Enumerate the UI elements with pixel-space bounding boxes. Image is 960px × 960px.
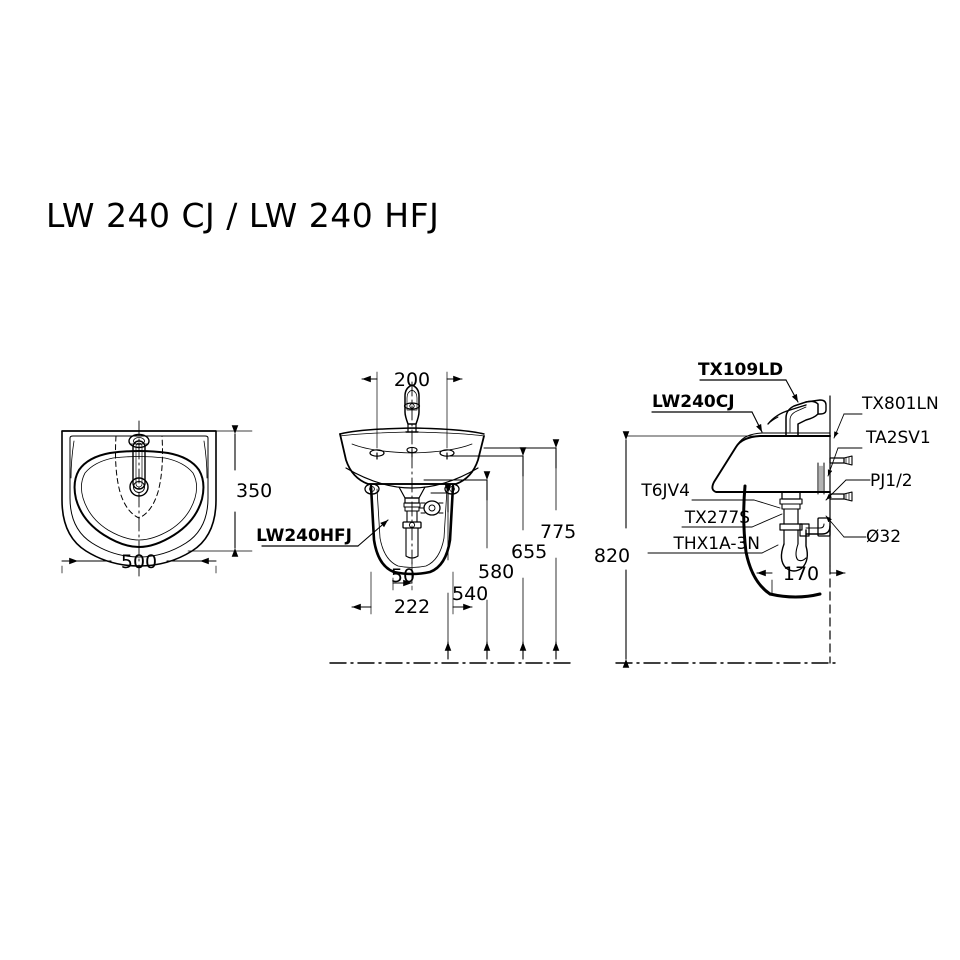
dim-value-820: 820 — [594, 545, 630, 567]
dim-value-655: 655 — [511, 541, 547, 563]
part-label-pj12: PJ1/2 — [870, 471, 913, 491]
front-rim-top — [339, 427, 485, 435]
dim-value-222: 222 — [394, 596, 430, 618]
basin-inner-rim — [69, 435, 209, 558]
side-shroud-bottom — [768, 592, 822, 599]
part-label-lw240hfj: LW240HFJ — [256, 526, 352, 546]
side-section-group — [615, 379, 871, 668]
dim-value-350: 350 — [236, 480, 272, 502]
part-label-t6jv4: T6JV4 — [640, 481, 690, 501]
part-labels: LW240HFJ TX109LD LW240CJ TX801LN TA2SV1 … — [256, 360, 939, 554]
dim-value-50: 50 — [391, 565, 415, 587]
leader-pj12 — [825, 479, 847, 501]
leader-t6jv4 — [753, 499, 781, 509]
faucet-side — [767, 399, 827, 437]
part-label-ta2sv1: TA2SV1 — [865, 428, 931, 448]
dim-value-775: 775 — [540, 521, 576, 543]
side-basin-profile — [711, 435, 831, 493]
part-label-tx277s: TX277S — [684, 508, 750, 528]
page-title: LW 240 CJ / LW 240 HFJ — [46, 196, 440, 235]
side-p-trap — [780, 517, 831, 572]
shroud-inner — [376, 488, 448, 568]
part-label-thx1a3n: THX1A-3N — [672, 534, 760, 554]
rim-fillet-left — [70, 440, 75, 479]
side-supply-connections — [817, 455, 853, 502]
part-label-dia32: Ø32 — [866, 527, 901, 547]
rim-fillet-right — [203, 440, 208, 479]
leader-tx801ln — [833, 413, 845, 439]
leader-lw240hfj — [357, 519, 389, 547]
part-label-tx109ld: TX109LD — [698, 360, 783, 380]
leader-thx1a3n — [761, 544, 779, 554]
dim-value-200: 200 — [394, 369, 430, 391]
side-basin-rim — [737, 432, 831, 445]
plan-view-group — [61, 420, 253, 577]
dim-value-580: 580 — [478, 561, 514, 583]
leader-tx109ld — [785, 379, 799, 403]
dimension-texts: 500 350 200 50 222 540 580 655 775 820 1… — [121, 369, 819, 618]
part-label-tx801ln: TX801LN — [861, 394, 939, 414]
dim-value-170: 170 — [783, 563, 819, 585]
front-waste-assembly — [398, 486, 444, 559]
front-elevation-group — [261, 371, 573, 664]
leader-ta2sv1 — [827, 447, 839, 477]
dim-value-540: 540 — [452, 583, 488, 605]
leader-tx277s — [751, 513, 783, 528]
side-waste-tailpiece — [779, 491, 803, 545]
side-shroud-outline — [742, 484, 772, 596]
part-label-lw240cj: LW240CJ — [652, 392, 735, 412]
dim-value-500: 500 — [121, 551, 157, 573]
leader-dia32 — [825, 515, 845, 538]
leader-lw240cj — [751, 411, 763, 433]
